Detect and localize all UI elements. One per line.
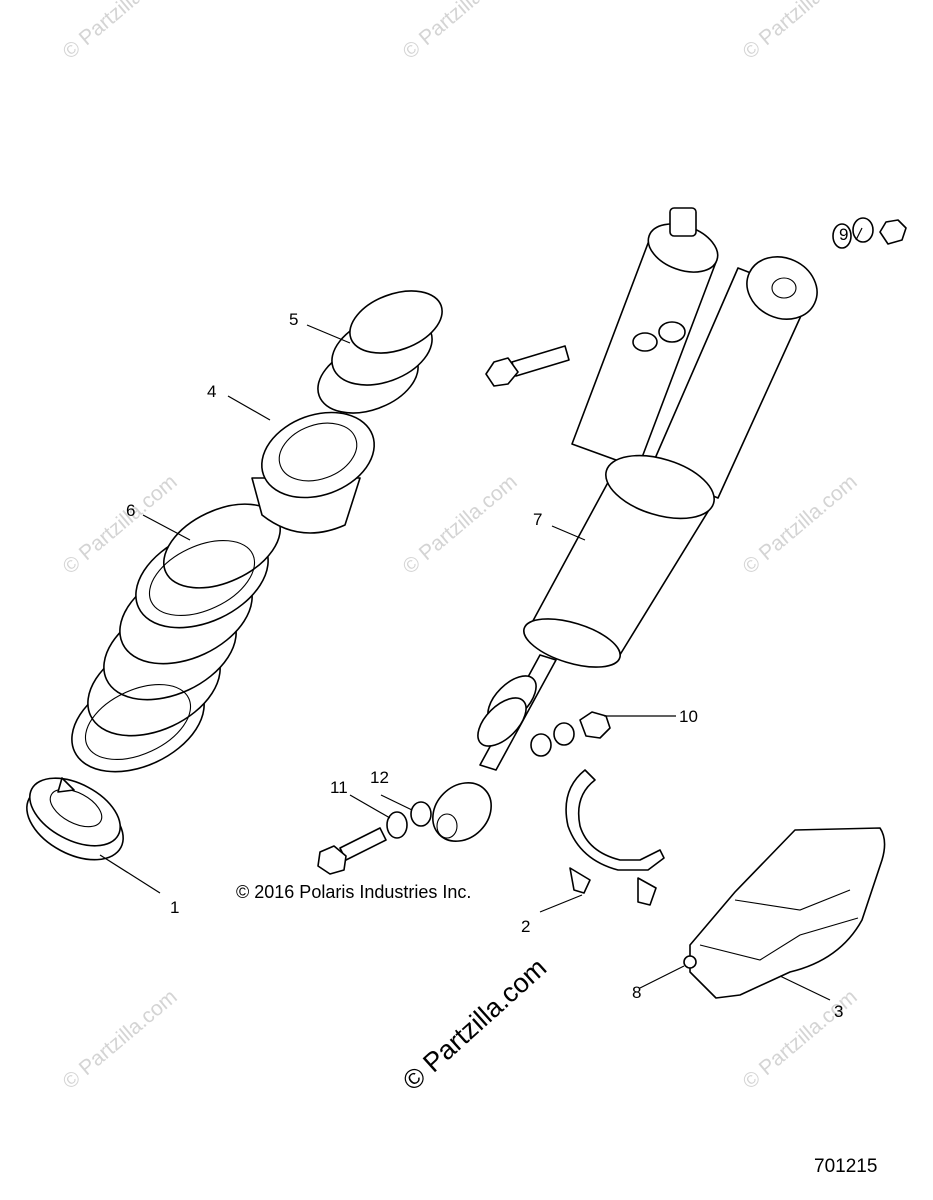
watermark-text: © Partzilla.com (738, 470, 861, 579)
callout-8: 8 (632, 983, 641, 1002)
callout-9: 9 (839, 225, 848, 244)
copyright-notice: © 2016 Polaris Industries Inc. (236, 882, 471, 902)
callout-5: 5 (289, 310, 298, 329)
watermark-text: © Partzilla.com (58, 985, 181, 1094)
lower-left-hardware (386, 801, 432, 839)
callout-3: 3 (834, 1002, 843, 1021)
callout-1: 1 (170, 898, 179, 917)
upper-mount-bolt (485, 345, 570, 387)
callout-labels: 1 2 3 4 5 6 7 8 9 10 11 12 (126, 225, 848, 1021)
watermark-text: © Partzilla.com (398, 0, 521, 64)
shock-absorber (432, 207, 818, 842)
callout-10: 10 (679, 707, 698, 726)
callout-11: 11 (330, 778, 348, 797)
lower-right-hardware (530, 711, 611, 757)
reservoir-clamp (565, 769, 665, 906)
watermark-text: © Partzilla.com (58, 0, 181, 64)
main-coil-spring (71, 503, 282, 773)
tender-spring (317, 290, 443, 414)
callout-7: 7 (533, 510, 542, 529)
callout-4: 4 (207, 382, 216, 401)
callout-2: 2 (521, 917, 530, 936)
watermark-text: © Partzilla.com (398, 470, 521, 579)
callout-12: 12 (370, 768, 389, 787)
brand-watermark: © Partzilla.com (397, 952, 552, 1096)
spring-seat-lower (26, 777, 124, 861)
callout-6: 6 (126, 501, 135, 520)
document-number: 701215 (814, 1156, 877, 1177)
guard-bolt (683, 955, 697, 969)
lower-mount-bolt (317, 827, 387, 875)
shock-guard (689, 827, 886, 999)
leader-lines (99, 227, 863, 1001)
watermark-text: © Partzilla.com (738, 0, 861, 64)
spring-collar (251, 411, 375, 534)
